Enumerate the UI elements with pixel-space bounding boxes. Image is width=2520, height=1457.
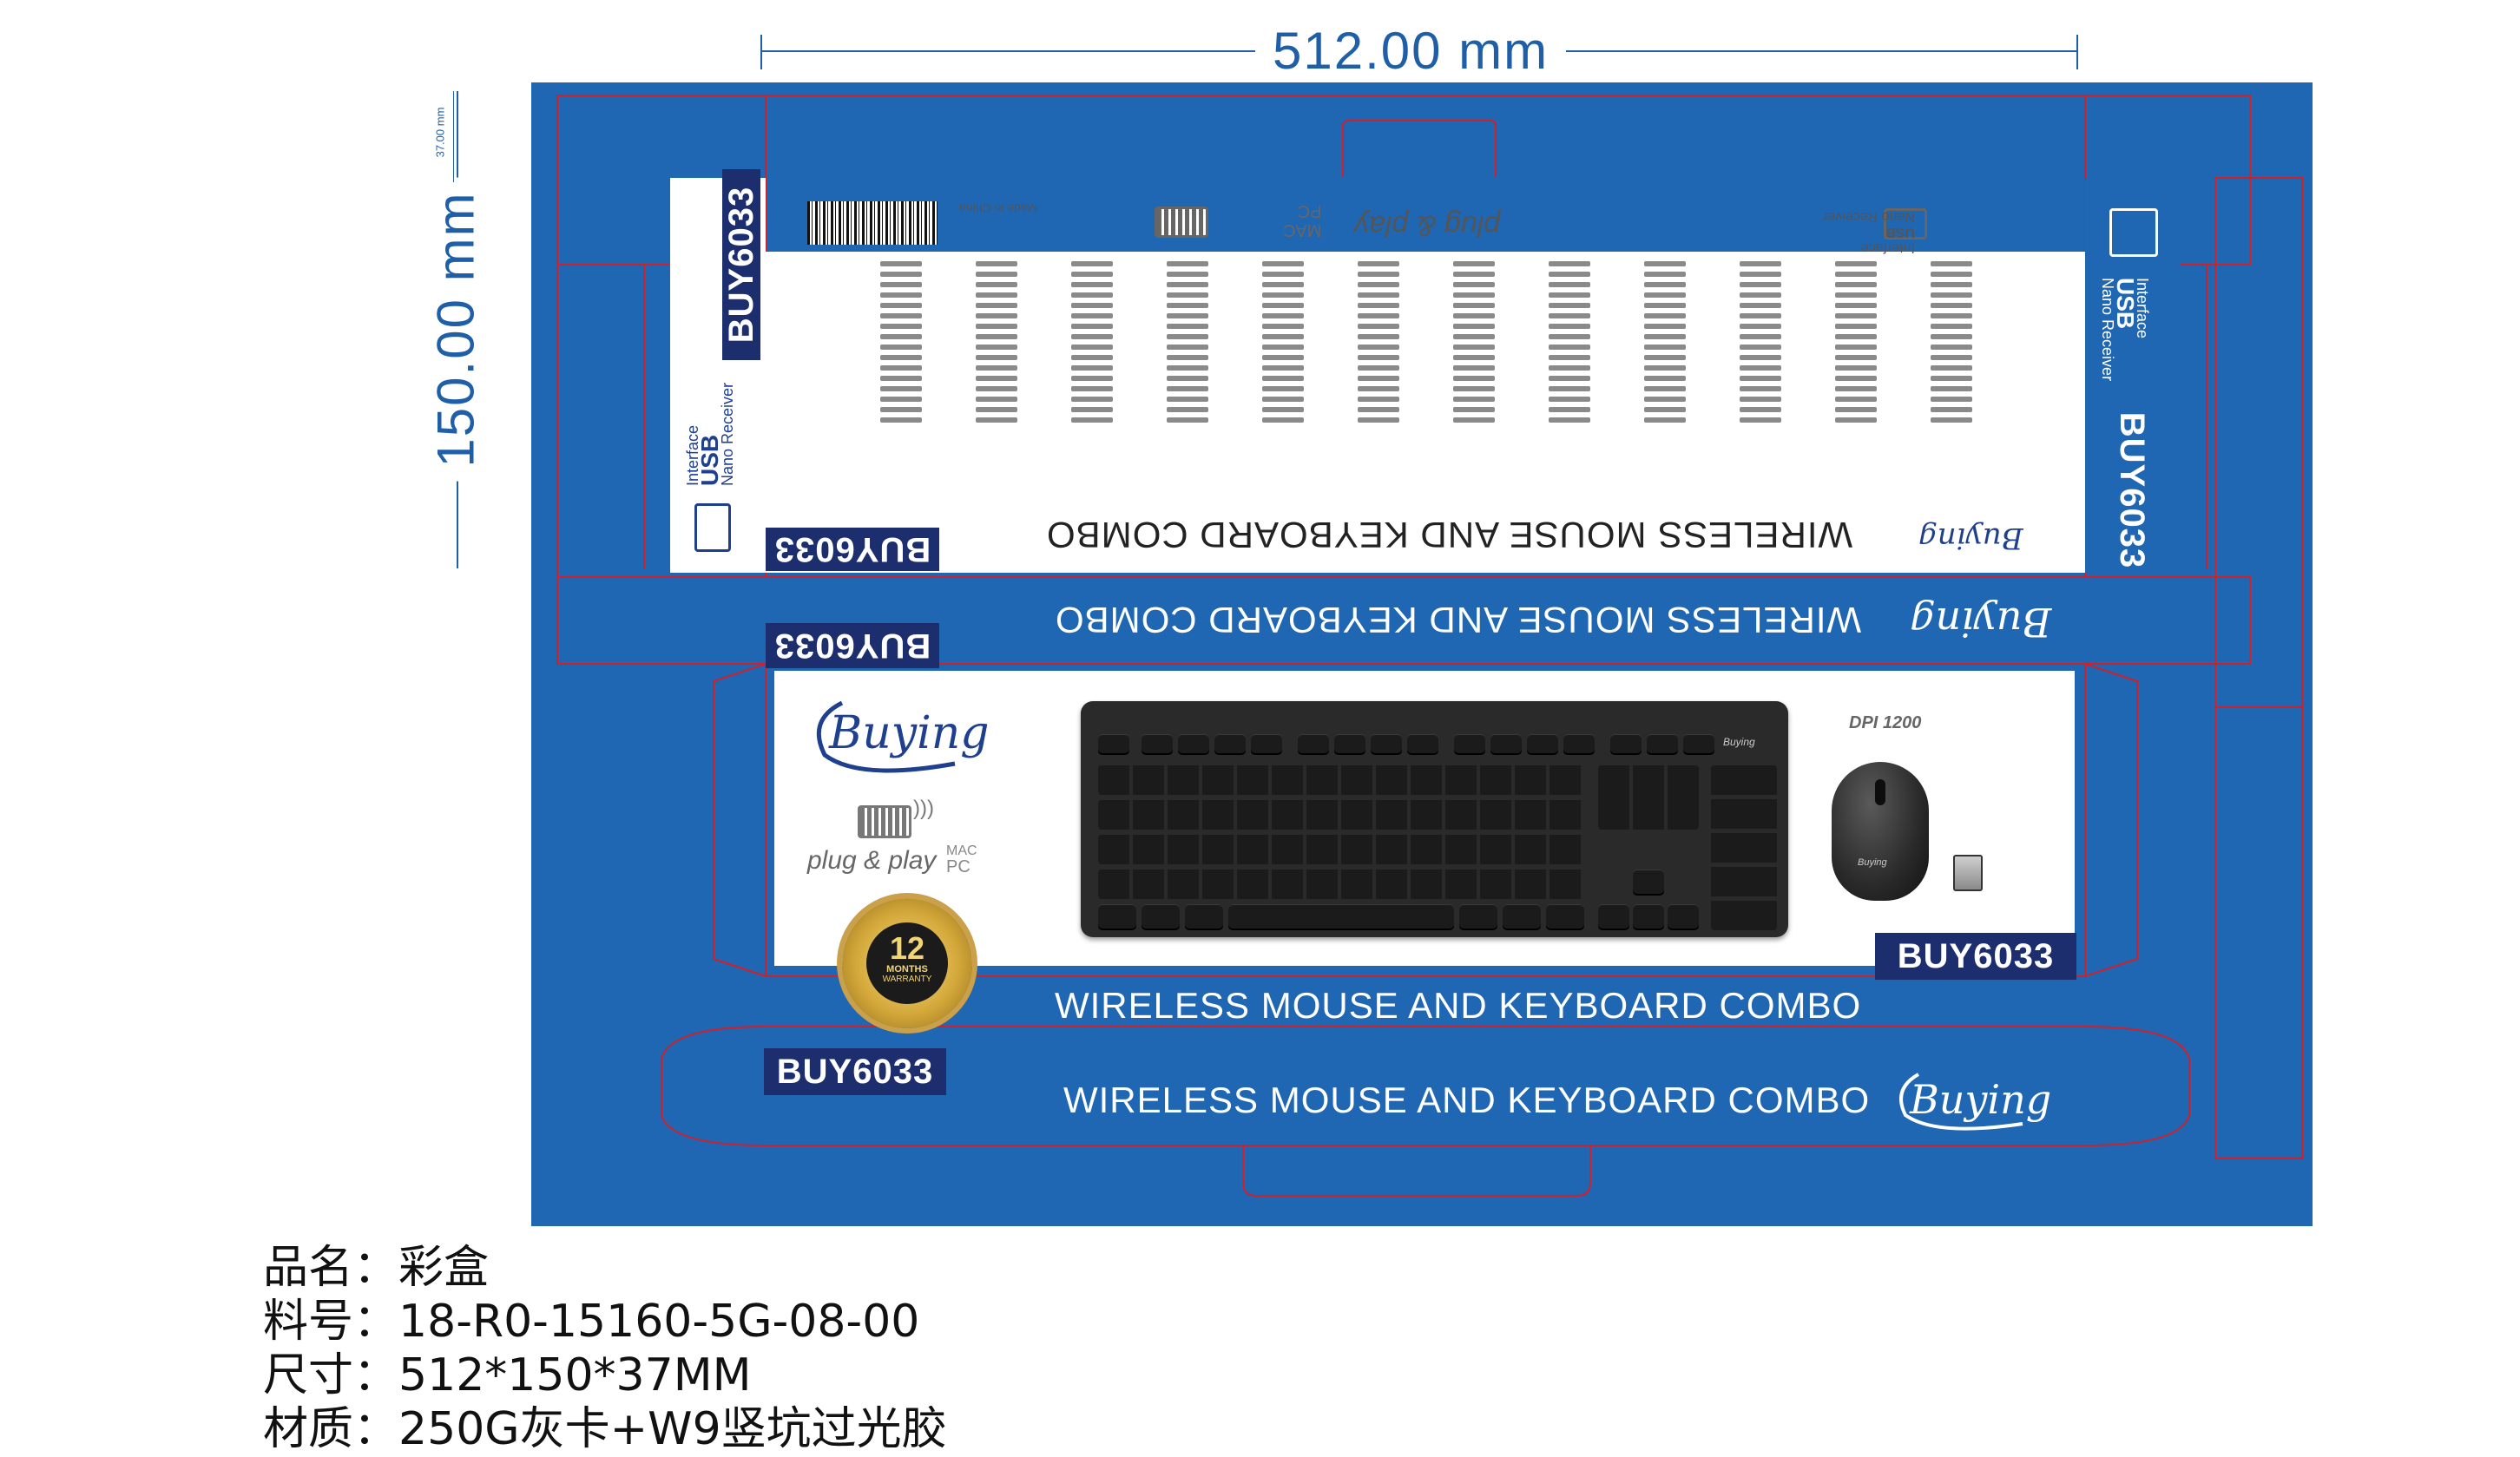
width-label: 512.00 mm — [1255, 21, 1567, 81]
specs-list: 品名：彩盒 料号：18-R0-15160-5G-08-00 尺寸：512*150… — [263, 1231, 947, 1455]
spec-value: 彩盒 — [398, 1242, 490, 1294]
top-os-mac: MAC — [1283, 220, 1322, 240]
keyboard-logo: Buying — [1723, 736, 1755, 748]
bottom-combo-title: WIRELESS MOUSE AND KEYBOARD COMBO — [1063, 1080, 1871, 1120]
top-usb-icon — [1884, 208, 1927, 240]
spec-row: 材质：250G灰卡+W9竖坑过光胶 — [263, 1392, 947, 1455]
spec-value: 250G灰卡+W9竖坑过光胶 — [398, 1403, 947, 1455]
top-combo-title: WIRELESS MOUSE AND KEYBOARD COMBO — [1046, 515, 1853, 555]
top-made-in: Made in China — [959, 201, 1038, 215]
keyboard-image: Buying — [1081, 701, 1788, 937]
top-plug-play-text: plug & play — [1354, 209, 1501, 242]
top-model-tag: BUY6033 — [766, 528, 939, 571]
dpi-label: DPI 1200 — [1849, 713, 1922, 732]
spec-label: 材质 — [263, 1403, 354, 1455]
features-text-block — [877, 256, 1997, 473]
wireless-icon: ))) — [913, 797, 934, 820]
height-label: 150.00 mm — [425, 177, 486, 482]
mouse-image: Buying — [1832, 762, 1929, 901]
right-model-tag: BUY6033 — [2113, 411, 2152, 569]
spec-row: 尺寸：512*150*37MM — [263, 1338, 947, 1401]
top-usb-label: Interface USB Nano Receiver — [1823, 208, 1915, 255]
top-usb-text: USB — [1885, 225, 1915, 240]
depth-label: 37.00 mm — [433, 107, 447, 158]
front-keyboard-icon — [858, 805, 911, 838]
width-dimension: 512.00 mm — [760, 21, 2078, 81]
spec-sep: ： — [353, 1403, 399, 1455]
warranty-word: WARRANTY — [882, 975, 932, 984]
right-usb-icon — [2109, 208, 2158, 257]
nano-receiver-image — [1953, 855, 1983, 891]
barcode — [807, 201, 938, 245]
spec-label: 料号 — [263, 1296, 354, 1348]
front-os-pc: PC — [946, 857, 970, 876]
spec-label: 品名 — [263, 1242, 354, 1294]
spec-sep: ： — [353, 1349, 399, 1401]
mid-model-tag: BUY6033 — [766, 623, 939, 668]
mouse-scroll-wheel — [1875, 779, 1885, 805]
top-brand-logo: Buying — [1918, 521, 2023, 555]
left-model-tag: BUY6033 — [722, 169, 760, 360]
top-os-labels: MAC PC — [1283, 201, 1321, 240]
top-plug-play: plug & play — [1354, 208, 1500, 242]
right-side-panel — [2085, 178, 2181, 573]
spec-row: 品名：彩盒 — [263, 1231, 947, 1294]
spec-value: 18-R0-15160-5G-08-00 — [398, 1296, 920, 1348]
right-usb-nano: Nano Receiver — [2099, 278, 2116, 382]
key-row-shift — [1098, 870, 1584, 899]
front-plug-play: plug & play — [807, 846, 937, 875]
front-model-tag: BUY6033 — [1875, 933, 2076, 980]
key-row-home — [1098, 835, 1584, 864]
spec-sep: ： — [353, 1296, 399, 1348]
key-block-nav — [1598, 765, 1699, 830]
front-combo-title: WIRELESS MOUSE AND KEYBOARD COMBO — [1055, 985, 1862, 1026]
mouse-logo: Buying — [1858, 857, 1887, 868]
warranty-number: 12 — [889, 930, 925, 966]
front-brand-swoosh — [816, 700, 956, 773]
mid-brand-logo: Buying — [1910, 599, 2052, 646]
spec-sep: ： — [353, 1242, 399, 1294]
front-brand-logo: Buying — [829, 707, 990, 759]
depth-dimension: 37.00 mm — [433, 91, 467, 182]
bottom-brand-logo: Buying — [1910, 1076, 2052, 1123]
left-usb-nano: Nano Receiver — [719, 382, 736, 486]
key-block-numpad — [1711, 765, 1777, 930]
top-usb-nano: Nano Receiver — [1823, 209, 1915, 224]
mid-combo-title: WIRELESS MOUSE AND KEYBOARD COMBO — [1055, 600, 1862, 640]
warranty-badge: 12 MONTHS WARRANTY — [842, 898, 972, 1028]
spec-value: 512*150*37MM — [398, 1349, 752, 1401]
key-row-number — [1098, 765, 1584, 795]
spec-row: 料号：18-R0-15160-5G-08-00 — [263, 1284, 947, 1348]
bottom-brand-swoosh — [1899, 1073, 2023, 1131]
height-dimension: 150.00 mm — [425, 91, 486, 568]
spec-label: 尺寸 — [263, 1349, 354, 1401]
left-usb-icon — [694, 503, 731, 552]
warranty-inner: 12 MONTHS WARRANTY — [866, 922, 948, 1004]
top-keyboard-icon — [1155, 207, 1208, 238]
top-os-pc: PC — [1297, 201, 1322, 220]
top-usb-interface: Interface — [1860, 240, 1915, 255]
spacebar — [1228, 904, 1454, 930]
front-os-mac: MAC — [946, 843, 977, 858]
front-os-labels: MAC PC — [946, 843, 977, 876]
bottom-model-tag: BUY6033 — [764, 1048, 946, 1095]
left-usb-label: Interface USB Nano Receiver — [684, 383, 736, 486]
key-row-qwerty — [1098, 800, 1584, 830]
right-usb-text: USB — [2112, 278, 2139, 330]
right-usb-label: Interface USB Nano Receiver — [2099, 278, 2151, 381]
warranty-months: MONTHS — [886, 964, 928, 975]
left-usb-text: USB — [696, 434, 723, 486]
